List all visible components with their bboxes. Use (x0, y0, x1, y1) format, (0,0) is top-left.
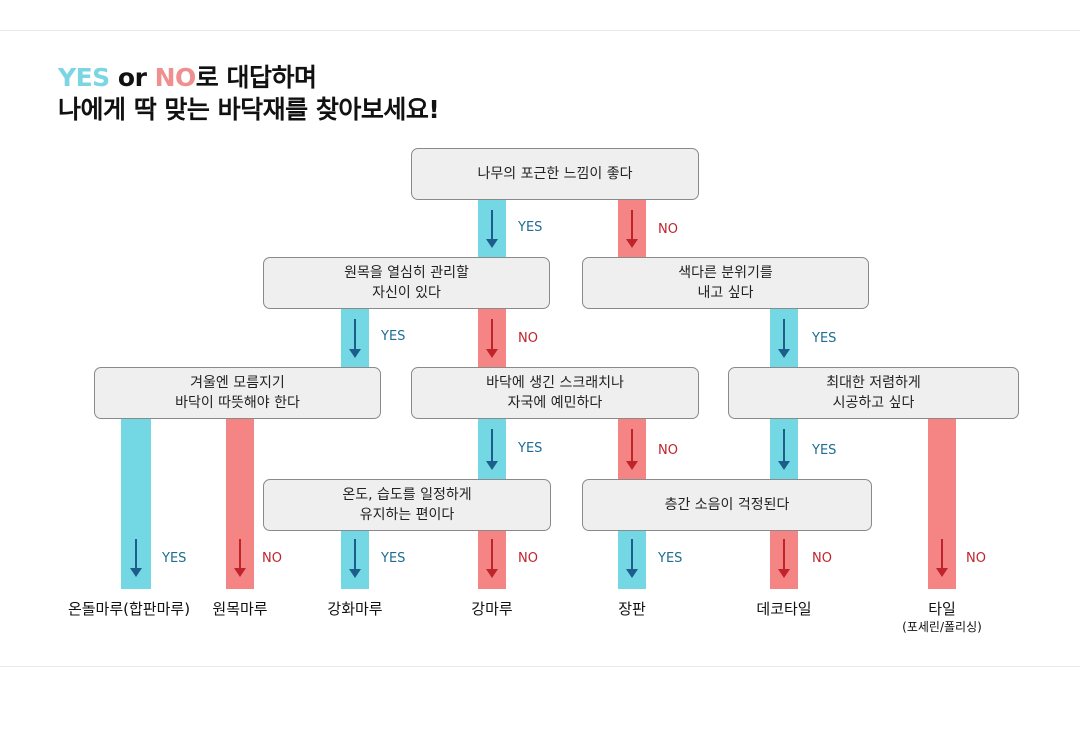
question-humidity: 온도, 습도를 일정하게 유지하는 편이다 (263, 479, 551, 531)
question-unique-mood: 색다른 분위기를 내고 싶다 (582, 257, 869, 309)
question-cheap-install: 최대한 저렴하게 시공하고 싶다 (728, 367, 1019, 419)
result-deco-tile: 데코타일 (756, 600, 812, 618)
no-label: NO (658, 222, 678, 237)
result-tile-label: 타일 (928, 600, 956, 618)
yes-connector (478, 419, 506, 479)
card-background (0, 30, 1080, 667)
yes-connector (770, 419, 798, 479)
yes-label: YES (381, 329, 406, 344)
yes-connector (770, 309, 798, 367)
title-line1-rest: 로 대답하며 (195, 63, 317, 92)
no-connector (478, 531, 506, 589)
result-tile: 타일 (포세린/폴리싱) (902, 598, 982, 635)
no-label: NO (812, 551, 832, 566)
question-warm-floor: 겨울엔 모름지기 바닥이 따뜻해야 한다 (94, 367, 381, 419)
yes-connector (478, 200, 506, 257)
result-ondol-maru: 온돌마루(합판마루) (67, 600, 191, 618)
yes-label: YES (381, 551, 406, 566)
yes-label: YES (162, 551, 187, 566)
title-no: NO (154, 63, 197, 92)
result-gang-maru: 강마루 (471, 600, 513, 618)
question-noise: 층간 소음이 걱정된다 (582, 479, 872, 531)
no-label: NO (658, 443, 678, 458)
yes-label: YES (518, 441, 543, 456)
no-connector (618, 419, 646, 479)
no-label: NO (262, 551, 282, 566)
no-label: NO (518, 551, 538, 566)
result-ganghwa-maru: 강화마루 (327, 600, 383, 618)
yes-connector (341, 531, 369, 589)
no-connector (226, 419, 254, 589)
no-connector (928, 419, 956, 589)
question-wood-feel: 나무의 포근한 느낌이 좋다 (411, 148, 699, 200)
yes-connector (121, 419, 151, 589)
no-label: NO (966, 551, 986, 566)
result-tile-sub: (포세린/폴리싱) (902, 620, 982, 634)
no-connector (478, 309, 506, 367)
no-label: NO (518, 331, 538, 346)
yes-label: YES (812, 443, 837, 458)
result-jangpan: 장판 (618, 600, 646, 618)
title-line-1: YES or NO로 대답하며 (58, 62, 439, 94)
yes-connector (341, 309, 369, 367)
title-line-2: 나에게 딱 맞는 바닥재를 찾아보세요! (58, 95, 440, 124)
yes-label: YES (658, 551, 683, 566)
yes-label: YES (812, 331, 837, 346)
page-title: YES or NO로 대답하며 나에게 딱 맞는 바닥재를 찾아보세요! (58, 62, 440, 126)
yes-connector (618, 531, 646, 589)
yes-label: YES (518, 220, 543, 235)
no-connector (770, 531, 798, 589)
title-or: or (109, 63, 155, 92)
question-solid-wood-care: 원목을 열심히 관리할 자신이 있다 (263, 257, 550, 309)
title-yes: YES (58, 63, 110, 92)
question-scratch-sensitive: 바닥에 생긴 스크래치나 자국에 예민하다 (411, 367, 699, 419)
no-connector (618, 200, 646, 257)
result-wonmok-maru: 원목마루 (212, 600, 268, 618)
